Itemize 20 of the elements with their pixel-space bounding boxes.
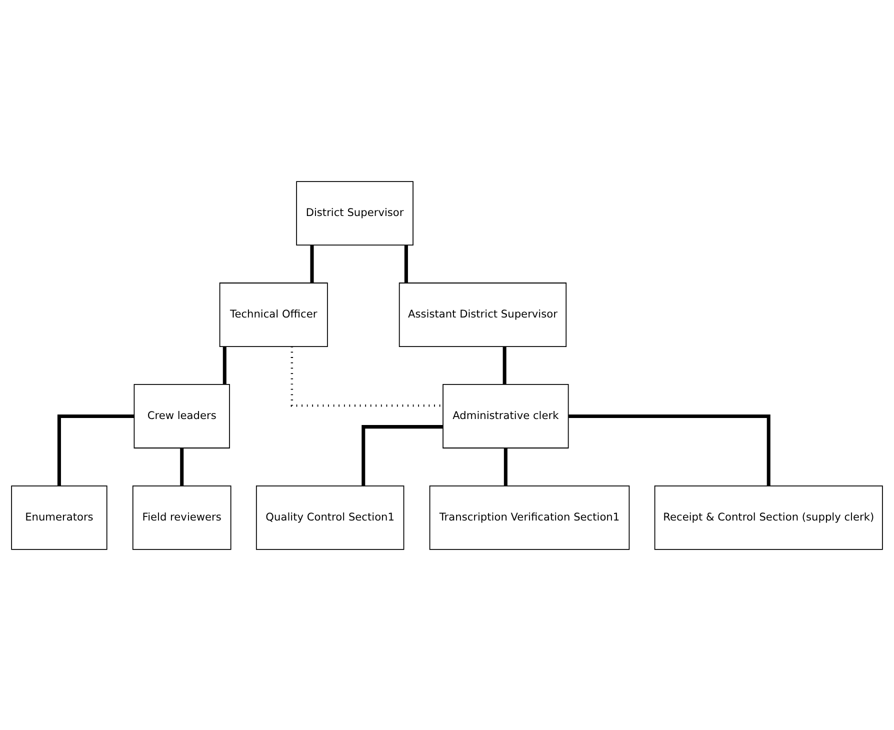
node-box: Transcription Verification Section1: [429, 485, 630, 550]
node-box: Enumerators: [11, 485, 108, 550]
connector: [404, 244, 408, 282]
node-box: Field reviewers: [132, 485, 232, 550]
connector: [504, 448, 508, 486]
connector: [222, 346, 226, 384]
connector: [568, 414, 770, 486]
node-box: Receipt & Control Section (supply clerk): [654, 485, 883, 550]
node-box: District Supervisor: [296, 180, 414, 245]
node-box: Administrative clerk: [442, 384, 569, 448]
connector: [180, 448, 184, 486]
connector: [57, 414, 134, 486]
node-box: Assistant District Supervisor: [398, 282, 567, 346]
node-box: Crew leaders: [134, 384, 230, 448]
connector: [310, 244, 314, 282]
node-box: Quality Control Section1: [256, 485, 404, 550]
node-box: Technical Officer: [219, 282, 328, 346]
connector: [290, 346, 443, 406]
connector: [362, 424, 443, 486]
connector: [502, 346, 506, 384]
